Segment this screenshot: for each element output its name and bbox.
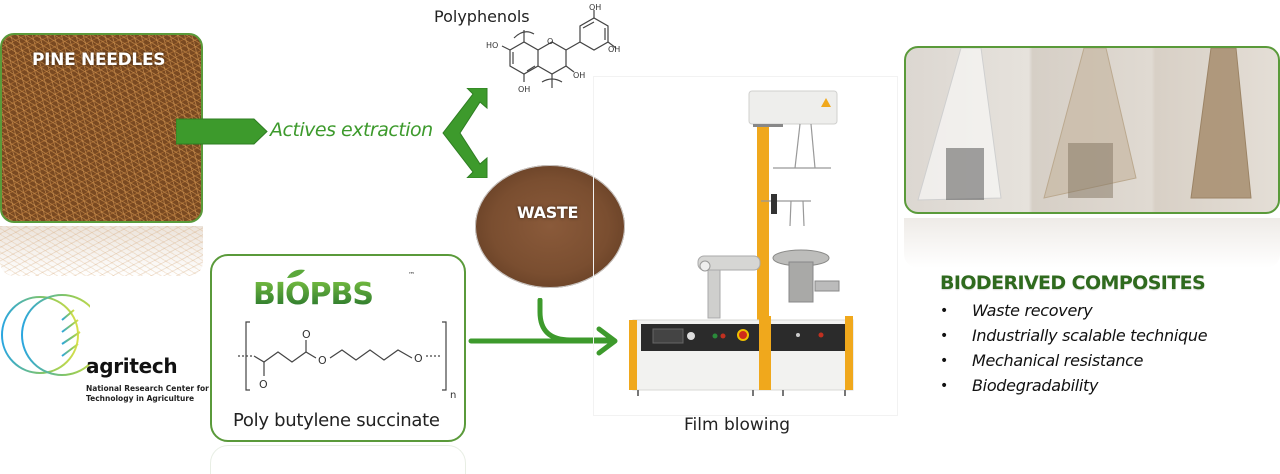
list-item: • Mechanical resistance <box>940 348 1207 373</box>
ester-oxygen-label: O <box>318 354 327 367</box>
benefit-text: Biodegradability <box>972 376 1099 395</box>
agritech-name: agritech <box>86 354 178 378</box>
benefit-text: Waste recovery <box>972 301 1093 320</box>
list-item: • Industrially scalable technique <box>940 323 1208 348</box>
composites-benefits-list: • Waste recovery • Industrially scalable t… <box>940 298 1208 398</box>
pine-needles-photo <box>0 33 203 223</box>
benefit-text: Mechanical resistance <box>972 351 1144 370</box>
bullet-icon: • <box>940 302 948 319</box>
composite-bags-photo <box>904 46 1280 214</box>
oh-group-label: OH <box>589 3 601 12</box>
film-blowing-machine-photo <box>629 90 854 396</box>
biodervied-composites-title: BIODERIVED COMPOSITES <box>940 272 1206 294</box>
bullet-icon: • <box>940 352 948 369</box>
oh-group-label: OH <box>573 71 585 80</box>
bullet-icon: • <box>940 327 948 344</box>
list-item: • Biodegradability <box>940 373 1207 398</box>
list-item: • Waste recovery <box>940 298 1207 323</box>
film-blowing-label: Film blowing <box>684 415 791 435</box>
biopbs-brand-text: BIOPBS <box>253 277 373 308</box>
agritech-logo-icon <box>1 292 90 378</box>
polyphenols-title: Polyphenols <box>434 7 530 26</box>
leaf-icon <box>287 269 305 278</box>
actives-extraction-label: Actives extraction <box>270 119 433 141</box>
pine-needles-label: PINE NEEDLES <box>32 50 166 70</box>
benefit-text: Industrially scalable technique <box>972 326 1208 345</box>
flow-arrow-icon <box>468 298 618 356</box>
agritech-subtitle: National Research Center for <box>86 384 209 393</box>
composite-bags-reflection <box>904 218 1280 268</box>
pine-needles-reflection <box>0 226 203 276</box>
ho-group-label: HO <box>486 41 498 50</box>
pbs-panel <box>210 254 466 442</box>
repeat-subscript: n <box>450 390 456 398</box>
carbonyl-oxygen-label: O <box>259 378 268 391</box>
agritech-subtitle: Technology in Agriculture <box>86 394 195 403</box>
pbs-panel-reflection <box>210 445 466 474</box>
trademark-symbol: ™ <box>408 271 415 279</box>
waste-dish-photo <box>475 165 625 288</box>
ring-oxygen-label: O <box>547 37 553 46</box>
pbs-structure-diagram: O O O O n <box>238 321 456 398</box>
film-bags-illustration <box>917 48 1252 201</box>
oh-group-label: OH <box>518 85 530 94</box>
oh-group-label: OH <box>608 45 620 54</box>
waste-label: WASTE <box>517 203 579 222</box>
machine-photo-frame <box>593 76 898 416</box>
split-arrow-icon <box>442 88 488 178</box>
pbs-label: Poly butylene succinate <box>233 410 440 431</box>
extraction-arrow-icon <box>176 118 268 145</box>
biopbs-logo: BIOPBS ™ <box>253 269 415 308</box>
carbonyl-oxygen-label: O <box>302 328 311 341</box>
ester-oxygen-label: O <box>414 352 423 365</box>
bullet-icon: • <box>940 377 948 394</box>
polyphenol-structure-diagram: OH OH HO O OH OH <box>486 3 620 94</box>
